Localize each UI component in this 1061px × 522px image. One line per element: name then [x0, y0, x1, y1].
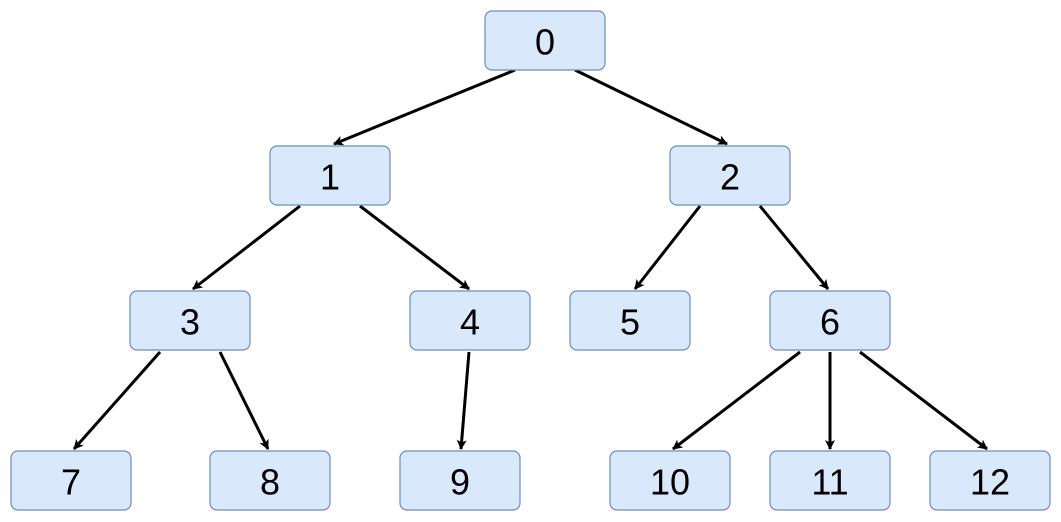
edges-layer	[72, 68, 988, 451]
edge-0-1	[333, 68, 516, 146]
edge-6-10	[672, 350, 801, 451]
node-label: 12	[970, 462, 1010, 503]
node-11: 11	[769, 450, 891, 511]
node-5: 5	[569, 290, 691, 351]
node-8: 8	[209, 450, 331, 511]
node-label: 8	[260, 462, 280, 503]
node-label: 9	[450, 462, 470, 503]
edge-0-2	[574, 68, 728, 146]
node-label: 2	[720, 157, 740, 198]
edge-6-12	[859, 350, 988, 451]
edge-2-5	[633, 205, 702, 290]
node-label: 3	[180, 302, 200, 343]
node-10: 10	[609, 450, 731, 511]
node-3: 3	[129, 290, 251, 351]
node-0: 0	[484, 10, 606, 71]
node-label: 7	[61, 462, 81, 503]
node-9: 9	[399, 450, 521, 511]
edge-3-8	[218, 351, 270, 450]
node-label: 11	[811, 462, 848, 503]
node-label: 5	[620, 302, 640, 343]
node-label: 4	[460, 302, 480, 343]
node-4: 4	[409, 290, 531, 351]
node-label: 10	[650, 462, 690, 503]
node-label: 1	[320, 157, 340, 198]
node-1: 1	[269, 145, 391, 206]
nodes-layer: 0 1 2 3 4 5 6 7	[10, 10, 1051, 511]
edge-4-9	[456, 351, 471, 450]
node-12: 12	[929, 450, 1051, 511]
node-6: 6	[769, 290, 891, 351]
node-label: 0	[535, 22, 555, 63]
edge-1-4	[359, 204, 470, 291]
node-2: 2	[669, 145, 791, 206]
node-label: 6	[820, 302, 840, 343]
node-7: 7	[10, 450, 132, 511]
edge-3-7	[72, 351, 162, 450]
edge-1-3	[192, 204, 301, 291]
edge-2-6	[758, 205, 830, 290]
